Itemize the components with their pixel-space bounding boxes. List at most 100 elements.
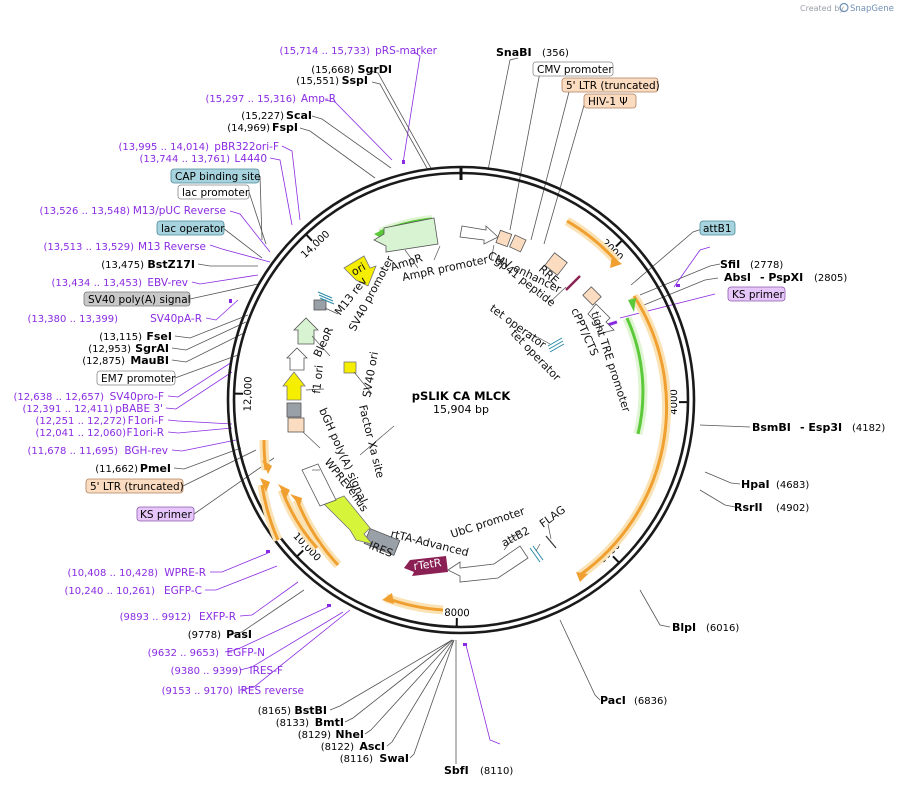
bp-tick-label: 14,000 bbox=[299, 229, 332, 261]
boxed-label-hiv-psi[interactable]: HIV-1 Ψ bbox=[584, 94, 636, 108]
site-exfp-r[interactable]: (9893 .. 9912) EXFP-R bbox=[120, 611, 236, 623]
svg-text:(6016): (6016) bbox=[706, 623, 739, 634]
feature-label: f1 ori bbox=[310, 364, 326, 394]
site-bgh-rev[interactable]: (11,678 .. 11,695) BGH-rev bbox=[28, 445, 169, 457]
site-amp-r[interactable]: (15,297 .. 15,316) Amp-R bbox=[206, 93, 337, 105]
site-bsmbi-esp3i[interactable]: BsmBI - Esp3I (4182) bbox=[752, 421, 885, 434]
site-wpre-r[interactable]: (10,408 .. 10,428) WPRE-R bbox=[68, 567, 207, 579]
site-m13puc-reverse[interactable]: (13,526 .. 13,548) M13/pUC Reverse bbox=[40, 205, 227, 217]
site-f1ori-f[interactable]: (12,251 .. 12,272) F1ori-F bbox=[36, 415, 165, 427]
site-sv40pa-r[interactable]: (13,380 .. 13,399) SV40pA-R bbox=[28, 313, 203, 325]
site-pmei[interactable]: (11,662) PmeI bbox=[95, 462, 171, 475]
svg-text:F1ori-F: F1ori-F bbox=[128, 415, 164, 427]
site-prs-marker[interactable]: (15,714 .. 15,733) pRS-marker bbox=[280, 45, 438, 57]
attb2-marks bbox=[530, 546, 543, 562]
site-hpai[interactable]: HpaI (4683) bbox=[741, 478, 809, 491]
svg-text:PasI: PasI bbox=[226, 628, 252, 641]
boxed-label-cmv-promoter[interactable]: CMV promoter bbox=[533, 62, 613, 76]
sv40-ori-box bbox=[344, 362, 356, 373]
svg-text:(11,662): (11,662) bbox=[95, 464, 138, 475]
arc-lower-left-1 bbox=[386, 598, 443, 610]
boxed-label-ks-primer-left[interactable]: KS primer bbox=[137, 507, 194, 521]
boxed-label-cap-binding-site[interactable]: CAP binding site bbox=[171, 169, 261, 183]
svg-text:(9632 .. 9653): (9632 .. 9653) bbox=[148, 648, 220, 659]
site-asci[interactable]: (8122) AscI bbox=[321, 740, 385, 753]
svg-text:(13,380 .. 13,399): (13,380 .. 13,399) bbox=[28, 314, 119, 325]
cppt-box bbox=[583, 287, 601, 305]
feature-label: Factor Xa site bbox=[356, 404, 387, 480]
svg-text:(2778): (2778) bbox=[750, 260, 783, 271]
site-pbr322ori-f[interactable]: (13,995 .. 14,014) pBR322ori-F bbox=[119, 141, 280, 153]
boxed-label-em7-promoter[interactable]: EM7 promoter bbox=[97, 371, 176, 385]
site-blpi[interactable]: BlpI (6016) bbox=[672, 621, 739, 634]
bleor-arrow bbox=[294, 318, 318, 344]
feature-label: SV40 ori bbox=[360, 351, 381, 399]
svg-text:(13,434 .. 13,453): (13,434 .. 13,453) bbox=[52, 278, 143, 289]
svg-text:pBABE 3': pBABE 3' bbox=[115, 403, 163, 415]
boxed-label-5ltr-top[interactable]: 5' LTR (truncated) bbox=[562, 78, 660, 92]
site-pbabe-3[interactable]: (12,391 .. 12,411) pBABE 3' bbox=[23, 403, 164, 415]
svg-text:(9153 .. 9170): (9153 .. 9170) bbox=[162, 686, 234, 697]
boxed-label-5ltr-left[interactable]: 5' LTR (truncated) bbox=[86, 479, 184, 493]
site-labels-left: (15,714 .. 15,733) pRS-marker (15,668) S… bbox=[14, 45, 438, 765]
site-maubi[interactable]: (12,875) MauBI bbox=[82, 354, 169, 367]
svg-text:BsmBI: BsmBI bbox=[752, 421, 791, 434]
site-ebv-rev[interactable]: (13,434 .. 13,453) EBV-rev bbox=[52, 277, 189, 289]
boxed-label-sv40-polya[interactable]: SV40 poly(A) signal bbox=[84, 292, 191, 306]
svg-text:IRES reverse: IRES reverse bbox=[238, 685, 305, 697]
site-egfp-n[interactable]: (9632 .. 9653) EGFP-N bbox=[148, 647, 265, 659]
svg-text:(8133): (8133) bbox=[276, 718, 309, 729]
boxed-label-attb1[interactable]: attB1 bbox=[700, 221, 735, 235]
svg-text:SV40pro-F: SV40pro-F bbox=[110, 391, 164, 403]
svg-text:(15,714 .. 15,733): (15,714 .. 15,733) bbox=[280, 46, 371, 57]
svg-text:attB1: attB1 bbox=[703, 223, 732, 235]
site-paci[interactable]: PacI (6836) bbox=[600, 694, 667, 707]
site-sfii[interactable]: SfiI (2778) bbox=[720, 258, 783, 271]
svg-text:5' LTR (truncated): 5' LTR (truncated) bbox=[90, 481, 184, 493]
site-snabi[interactable]: SnaBI (356) bbox=[496, 46, 569, 59]
watermark-prefix: Created by bbox=[800, 4, 844, 13]
boxed-label-lac-operator[interactable]: lac operator bbox=[157, 221, 225, 235]
tet-operator-marks bbox=[548, 338, 564, 352]
site-ires-f[interactable]: (9380 .. 9399) IRES-F bbox=[171, 665, 283, 677]
svg-text:SV40pA-R: SV40pA-R bbox=[150, 313, 202, 325]
site-bstz17i[interactable]: (13,475) BstZ17I bbox=[101, 258, 195, 271]
site-f1ori-r[interactable]: (12,041 .. 12,060) F1ori-R bbox=[36, 427, 165, 439]
site-swai[interactable]: (8116) SwaI bbox=[340, 752, 409, 765]
site-l4440[interactable]: (13,744 .. 13,761) L4440 bbox=[140, 153, 268, 165]
svg-text:(8122): (8122) bbox=[321, 742, 354, 753]
svg-text:RsrII: RsrII bbox=[734, 501, 763, 514]
site-ires-reverse[interactable]: (9153 .. 9170) IRES reverse bbox=[162, 685, 304, 697]
arc-lower-left-4 bbox=[262, 485, 278, 540]
site-sbfi[interactable]: SbfI (8110) bbox=[444, 764, 513, 777]
site-bmti[interactable]: (8133) BmtI bbox=[276, 716, 344, 729]
svg-text:CAP binding site: CAP binding site bbox=[175, 171, 261, 183]
site-m13-reverse[interactable]: (13,513 .. 13,529) M13 Reverse bbox=[44, 241, 207, 253]
svg-text:(14,969): (14,969) bbox=[227, 123, 270, 134]
boxed-label-ks-primer-right[interactable]: KS primer bbox=[728, 287, 785, 301]
svg-text:(6836): (6836) bbox=[634, 696, 667, 707]
svg-text:(11,678 .. 11,695): (11,678 .. 11,695) bbox=[28, 446, 119, 457]
site-nhei[interactable]: (8129) NheI bbox=[298, 728, 364, 741]
svg-text:- Esp3I: - Esp3I bbox=[800, 421, 842, 434]
boxed-label-lac-promoter[interactable]: lac promoter bbox=[178, 185, 250, 199]
svg-text:EM7 promoter: EM7 promoter bbox=[101, 373, 176, 385]
svg-text:(13,475): (13,475) bbox=[101, 260, 144, 271]
feature-label: FLAG bbox=[537, 503, 568, 530]
site-sv40pro-f[interactable]: (12,638 .. 12,657) SV40pro-F bbox=[14, 391, 165, 403]
svg-text:(10,240 .. 10,261): (10,240 .. 10,261) bbox=[65, 586, 156, 597]
bp-tick-mark bbox=[307, 235, 312, 241]
hiv-psi-box bbox=[510, 235, 526, 252]
svg-text:EBV-rev: EBV-rev bbox=[147, 277, 188, 289]
site-absi-pspxi[interactable]: AbsI - PspXI (2805) bbox=[724, 271, 847, 284]
site-fspi[interactable]: (14,969) FspI bbox=[227, 121, 298, 134]
svg-text:lac promoter: lac promoter bbox=[182, 187, 250, 199]
site-rsrii[interactable]: RsrII (4902) bbox=[734, 501, 809, 514]
site-pasi[interactable]: (9778) PasI bbox=[188, 628, 252, 641]
site-egfp-c[interactable]: (10,240 .. 10,261) EGFP-C bbox=[65, 585, 203, 597]
svg-text:MauBI: MauBI bbox=[130, 354, 169, 367]
cmv-promoter-arrow bbox=[460, 226, 498, 244]
bp-tick-mark bbox=[297, 550, 303, 556]
site-sspi[interactable]: (15,551) SspI bbox=[296, 74, 368, 87]
